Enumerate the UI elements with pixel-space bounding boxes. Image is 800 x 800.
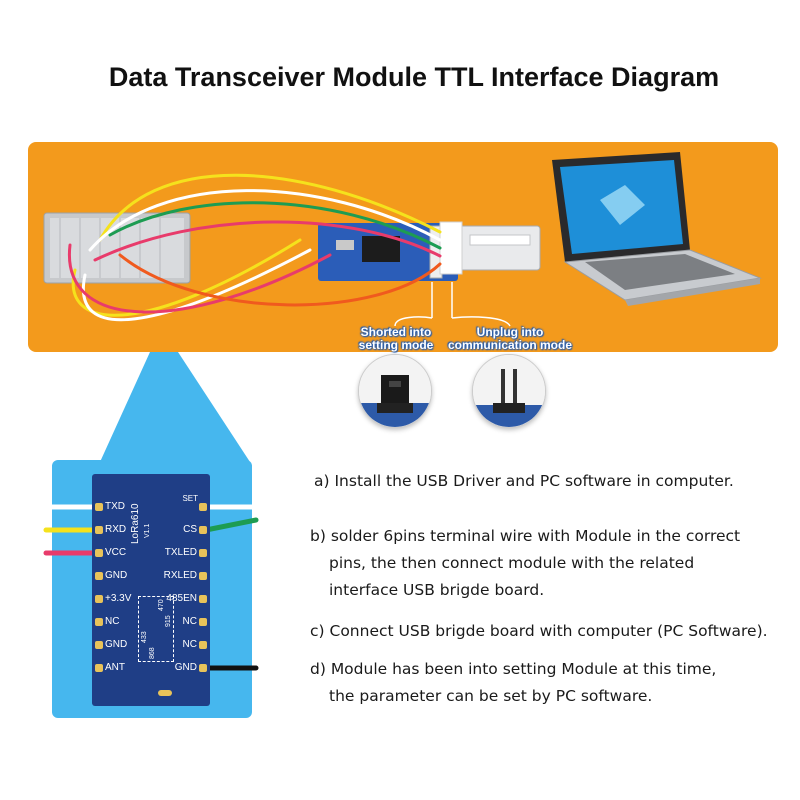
pad <box>95 503 103 511</box>
instruction-d: d) Module has been into setting Module a… <box>310 656 716 710</box>
pad <box>95 664 103 672</box>
unplug-mode-label: Unplug into communication mode <box>446 326 574 352</box>
frequency-select-grid: 433 470 868 915 <box>138 596 174 662</box>
shorted-label-line1: Shorted into <box>360 325 432 339</box>
pad <box>199 664 207 672</box>
pad <box>95 641 103 649</box>
instruction-b-line3: interface USB brigde board. <box>329 581 545 599</box>
instruction-b: b) solder 6pins terminal wire with Modul… <box>310 523 740 604</box>
jumper-unplugged-closeup <box>472 354 546 428</box>
instruction-b-line1: b) solder 6pins terminal wire with Modul… <box>310 527 741 545</box>
freq-label: 915 <box>165 615 172 627</box>
unplug-label-line1: Unplug into <box>476 325 544 339</box>
pin-left-2: RXD <box>105 524 127 535</box>
pin-left-8: ANT <box>105 662 125 673</box>
pin-left-1: TXD <box>105 501 125 512</box>
shorted-mode-label: Shorted into setting mode <box>348 326 444 352</box>
instruction-a: a) Install the USB Driver and PC softwar… <box>314 472 734 490</box>
pad <box>95 618 103 626</box>
instruction-c: c) Connect USB brigde board with compute… <box>310 622 768 640</box>
pad <box>199 503 207 511</box>
laptop <box>552 152 762 306</box>
pad <box>95 572 103 580</box>
zoom-callout <box>100 352 250 462</box>
module-version: V1.1 <box>144 523 151 538</box>
pad <box>95 526 103 534</box>
pad <box>95 595 103 603</box>
pad <box>199 572 207 580</box>
pad <box>199 618 207 626</box>
pin-right-1: SET <box>182 494 198 503</box>
freq-label: 433 <box>141 631 148 643</box>
instruction-b-line2: pins, the then connect module with the r… <box>329 554 695 572</box>
instruction-d-line2: the parameter can be set by PC software. <box>329 687 653 705</box>
pad <box>199 641 207 649</box>
pin-right-3: TXLED <box>164 547 197 558</box>
pad <box>199 549 207 557</box>
pin-right-4: RXLED <box>163 570 197 581</box>
pin-left-3: VCC <box>105 547 127 558</box>
ant-pad <box>158 690 172 696</box>
pin-left-6: NC <box>105 616 120 627</box>
pin-right-8: GND <box>174 662 197 673</box>
page-title: Data Transceiver Module TTL Interface Di… <box>108 62 720 92</box>
shorted-label-line2: setting mode <box>358 338 434 352</box>
pad <box>199 595 207 603</box>
pin-right-5: 485EN <box>166 593 197 604</box>
module-name: LoRa610 <box>130 503 141 544</box>
pin-left-7: GND <box>105 639 128 650</box>
pad <box>95 549 103 557</box>
pad <box>199 526 207 534</box>
freq-label: 470 <box>158 599 165 611</box>
pin-right-2: CS <box>183 524 197 535</box>
pin-left-5: +3.3V <box>105 593 132 604</box>
unplug-label-line2: communication mode <box>447 338 572 352</box>
freq-label: 868 <box>149 647 156 659</box>
module-pcb: TXD RXD VCC GND +3.3V NC GND ANT SET CS … <box>92 474 210 706</box>
pin-left-4: GND <box>105 570 128 581</box>
jumper-shorted-closeup <box>358 354 432 428</box>
pin-right-6: NC <box>182 616 197 627</box>
pin-right-7: NC <box>182 639 197 650</box>
instruction-d-line1: d) Module has been into setting Module a… <box>310 660 717 678</box>
